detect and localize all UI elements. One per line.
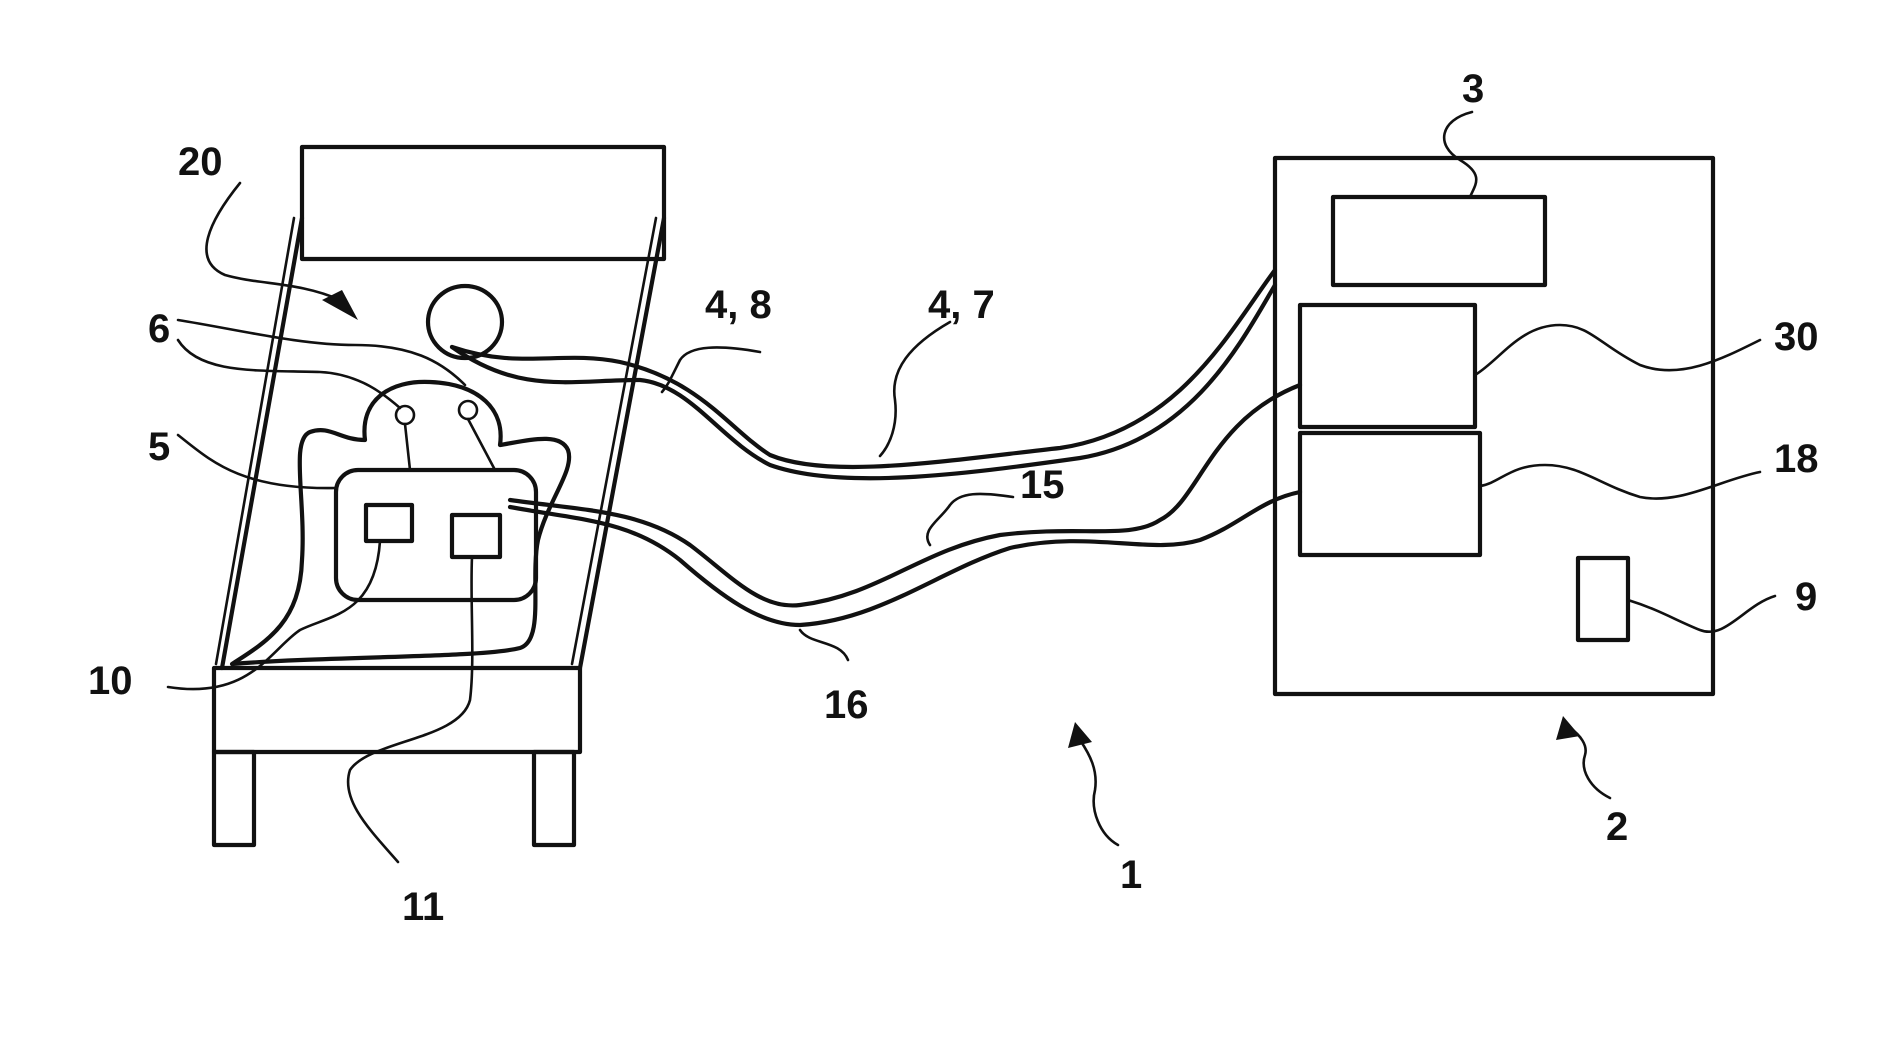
label-30: 30 xyxy=(1774,315,1819,359)
cable-4-8-a xyxy=(452,270,1275,467)
label-20: 20 xyxy=(178,140,223,184)
reference-labels: 20 6 5 10 11 4, 8 4, 7 15 16 1 3 30 18 9… xyxy=(88,67,1819,929)
arrow-1 xyxy=(1068,722,1092,748)
component-18 xyxy=(1300,433,1480,555)
leader-20 xyxy=(206,183,340,300)
bed-right-rail-inner xyxy=(572,218,656,664)
bed-right-rail xyxy=(580,218,664,668)
leader-2 xyxy=(1570,728,1610,798)
leader-4-7 xyxy=(880,322,950,456)
bed-foot-board xyxy=(214,668,580,752)
leader-9 xyxy=(1628,596,1775,632)
leader-30 xyxy=(1475,325,1760,375)
patient-head xyxy=(428,286,502,358)
cable-4-7-b xyxy=(452,285,1275,478)
cables xyxy=(452,270,1300,625)
label-11: 11 xyxy=(402,885,444,929)
label-5: 5 xyxy=(148,425,170,469)
label-3: 3 xyxy=(1462,67,1484,111)
device-module-10 xyxy=(366,505,412,541)
leader-1 xyxy=(1080,740,1118,845)
label-10: 10 xyxy=(88,659,133,703)
cable-16 xyxy=(510,492,1300,625)
leader-lines xyxy=(168,112,1775,862)
label-16: 16 xyxy=(824,683,869,727)
component-30 xyxy=(1300,305,1475,427)
label-4-7: 4, 7 xyxy=(928,283,995,327)
patient xyxy=(232,286,569,664)
label-1: 1 xyxy=(1120,853,1142,897)
label-4-8: 4, 8 xyxy=(705,283,772,327)
bed-leg-left xyxy=(214,752,254,845)
label-9: 9 xyxy=(1795,575,1817,619)
leader-6a xyxy=(178,320,465,385)
leader-6b xyxy=(178,340,400,408)
bed xyxy=(214,147,664,845)
leader-16 xyxy=(800,630,848,660)
label-15: 15 xyxy=(1020,463,1065,507)
arrow-2 xyxy=(1556,716,1580,740)
sensor-6b-lead xyxy=(468,419,495,470)
leader-18 xyxy=(1480,465,1760,499)
component-3 xyxy=(1333,197,1545,285)
label-6: 6 xyxy=(148,307,170,351)
sensor-6b xyxy=(459,401,477,419)
monitor-unit xyxy=(1275,158,1713,694)
leader-3 xyxy=(1444,112,1476,197)
label-2: 2 xyxy=(1606,805,1628,849)
device-module-11 xyxy=(452,515,500,557)
leader-15 xyxy=(927,494,1013,545)
bed-leg-right xyxy=(534,752,574,845)
label-18: 18 xyxy=(1774,437,1819,481)
sensor-6a-lead xyxy=(405,424,410,470)
bed-headboard xyxy=(302,147,664,259)
component-9 xyxy=(1578,558,1628,640)
leader-11 xyxy=(348,557,472,862)
sensor-6a xyxy=(396,406,414,424)
